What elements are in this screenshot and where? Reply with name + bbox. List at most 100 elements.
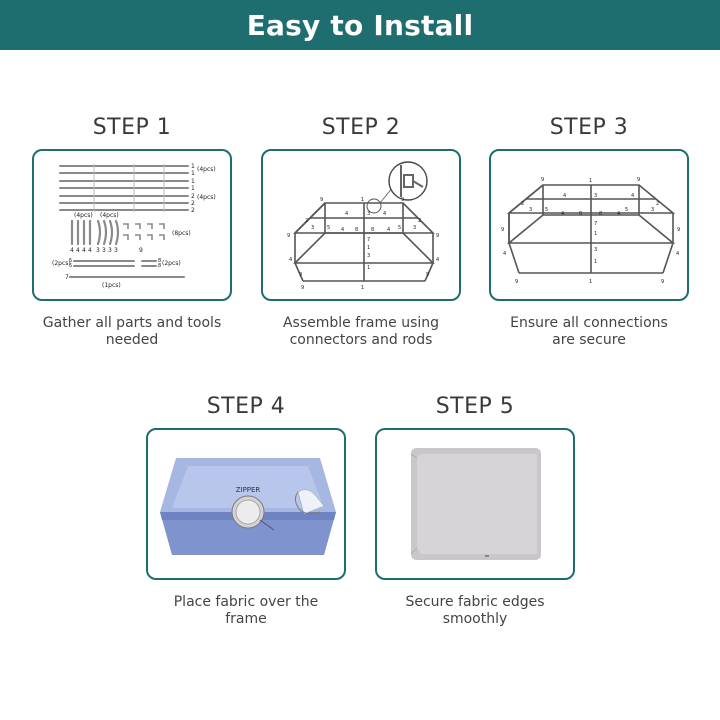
svg-text:(2pcs): (2pcs) <box>162 260 181 267</box>
svg-text:3: 3 <box>367 253 370 259</box>
svg-text:5: 5 <box>69 263 72 269</box>
step-2-card: 1 9 9 2 2 3 4 4 5 5 8 8 4 4 3 3 7 9 9 1 … <box>261 149 461 301</box>
svg-text:3: 3 <box>594 247 597 253</box>
step-3-title: STEP 3 <box>549 115 629 140</box>
header-banner: Easy to Install <box>0 0 720 50</box>
svg-text:4: 4 <box>70 247 74 254</box>
svg-text:3: 3 <box>114 247 118 254</box>
svg-text:3: 3 <box>529 207 532 213</box>
svg-text:7: 7 <box>594 221 597 227</box>
svg-text:3: 3 <box>102 247 106 254</box>
svg-text:(4pcs): (4pcs) <box>74 212 93 219</box>
fabric-cover-illustration: ZIPPER <box>160 458 336 555</box>
step-4-card: ZIPPER <box>146 428 346 580</box>
step-3-card: 1 9 9 2 2 3 4 4 5 5 8 8 4 4 3 3 7 9 9 1 … <box>489 149 689 301</box>
step-5-card <box>375 428 575 580</box>
svg-text:5: 5 <box>69 258 72 264</box>
svg-text:4: 4 <box>345 211 348 217</box>
svg-text:9: 9 <box>661 279 664 285</box>
step-3-description: Ensure all connections are secure <box>510 315 668 348</box>
svg-text:7: 7 <box>65 274 69 281</box>
svg-text:9: 9 <box>541 177 544 183</box>
svg-text:8: 8 <box>158 258 161 264</box>
svg-text:4: 4 <box>503 251 506 257</box>
svg-text:9: 9 <box>401 197 404 203</box>
secured-frame-illustration: 1 9 9 2 2 3 4 4 5 5 8 8 4 4 3 3 7 9 9 1 … <box>501 177 680 285</box>
svg-text:9: 9 <box>515 279 518 285</box>
svg-text:1: 1 <box>594 259 597 265</box>
svg-text:2: 2 <box>191 207 195 214</box>
svg-text:2: 2 <box>191 193 195 200</box>
svg-text:9: 9 <box>287 233 290 239</box>
step-1-card: 1 1 1 1 2 2 2 (4pcs) (4pcs) (4pcs) (4pcs… <box>32 149 232 301</box>
svg-text:4: 4 <box>383 211 386 217</box>
svg-text:8: 8 <box>579 211 582 217</box>
svg-text:(4pcs): (4pcs) <box>197 166 216 173</box>
svg-text:3: 3 <box>96 247 100 254</box>
svg-text:1: 1 <box>361 197 364 203</box>
svg-text:5: 5 <box>625 207 628 213</box>
svg-text:3: 3 <box>651 207 654 213</box>
step-4: STEP 4 ZIPPER Place fabric over the fram… <box>146 392 346 628</box>
svg-text:2: 2 <box>191 200 195 207</box>
svg-text:9: 9 <box>436 233 439 239</box>
svg-text:(1pcs): (1pcs) <box>102 282 121 289</box>
svg-text:4: 4 <box>289 257 292 263</box>
svg-text:1: 1 <box>361 285 364 291</box>
svg-text:1: 1 <box>589 279 592 285</box>
svg-text:7: 7 <box>367 237 370 243</box>
svg-text:4: 4 <box>76 247 80 254</box>
svg-text:1: 1 <box>191 178 195 185</box>
svg-text:(8pcs): (8pcs) <box>172 230 191 237</box>
svg-text:(4pcs): (4pcs) <box>100 212 119 219</box>
step-1: STEP 1 1 1 1 1 2 2 2 (4pcs <box>32 113 232 349</box>
svg-text:9: 9 <box>301 285 304 291</box>
svg-text:8: 8 <box>599 211 602 217</box>
svg-text:3: 3 <box>367 211 370 217</box>
svg-text:4: 4 <box>436 257 439 263</box>
step-1-description: Gather all parts and tools needed <box>42 315 222 348</box>
svg-text:4: 4 <box>82 247 86 254</box>
svg-text:3: 3 <box>311 225 314 231</box>
svg-text:3: 3 <box>413 225 416 231</box>
step-5-title: STEP 5 <box>435 394 515 419</box>
svg-text:(4pcs): (4pcs) <box>197 194 216 201</box>
svg-text:9: 9 <box>299 272 302 278</box>
frame-assembly-illustration: 1 9 9 2 2 3 4 4 5 5 8 8 4 4 3 3 7 9 9 1 … <box>287 161 439 291</box>
svg-text:9: 9 <box>501 227 504 233</box>
svg-text:4: 4 <box>561 211 564 217</box>
svg-text:2: 2 <box>305 218 308 224</box>
svg-text:2: 2 <box>521 201 524 207</box>
svg-text:4: 4 <box>387 227 390 233</box>
step-2: STEP 2 <box>261 113 461 349</box>
step-4-description: Place fabric over the frame <box>173 594 319 627</box>
svg-text:1: 1 <box>191 185 195 192</box>
step-3: STEP 3 1 9 9 2 2 3 <box>489 113 689 349</box>
svg-text:1: 1 <box>594 231 597 237</box>
step-2-description: Assemble frame using connectors and rods <box>282 315 440 348</box>
svg-text:9: 9 <box>637 177 640 183</box>
step-4-title: STEP 4 <box>206 394 286 419</box>
svg-text:(2pcs): (2pcs) <box>52 260 71 267</box>
svg-text:1: 1 <box>367 245 370 251</box>
svg-text:1: 1 <box>367 265 370 271</box>
svg-text:3: 3 <box>594 193 597 199</box>
svg-text:4: 4 <box>563 193 566 199</box>
svg-text:4: 4 <box>88 247 92 254</box>
svg-text:4: 4 <box>341 227 344 233</box>
svg-text:2: 2 <box>418 218 421 224</box>
svg-text:8: 8 <box>355 227 358 233</box>
page-title: Easy to Install <box>246 8 474 42</box>
svg-text:9: 9 <box>426 272 429 278</box>
parts-illustration: 1 1 1 1 2 2 2 (4pcs) (4pcs) (4pcs) (4pcs… <box>52 163 216 289</box>
svg-text:3: 3 <box>108 247 112 254</box>
zipper-label: ZIPPER <box>236 486 261 494</box>
step-5: STEP 5 Secure fabric edges smoothly <box>375 392 575 628</box>
svg-text:8: 8 <box>371 227 374 233</box>
finished-mattress-illustration <box>410 448 541 560</box>
svg-text:4: 4 <box>617 211 620 217</box>
svg-text:5: 5 <box>545 207 548 213</box>
svg-text:4: 4 <box>631 193 634 199</box>
step-2-title: STEP 2 <box>321 115 401 140</box>
svg-text:2: 2 <box>656 201 659 207</box>
